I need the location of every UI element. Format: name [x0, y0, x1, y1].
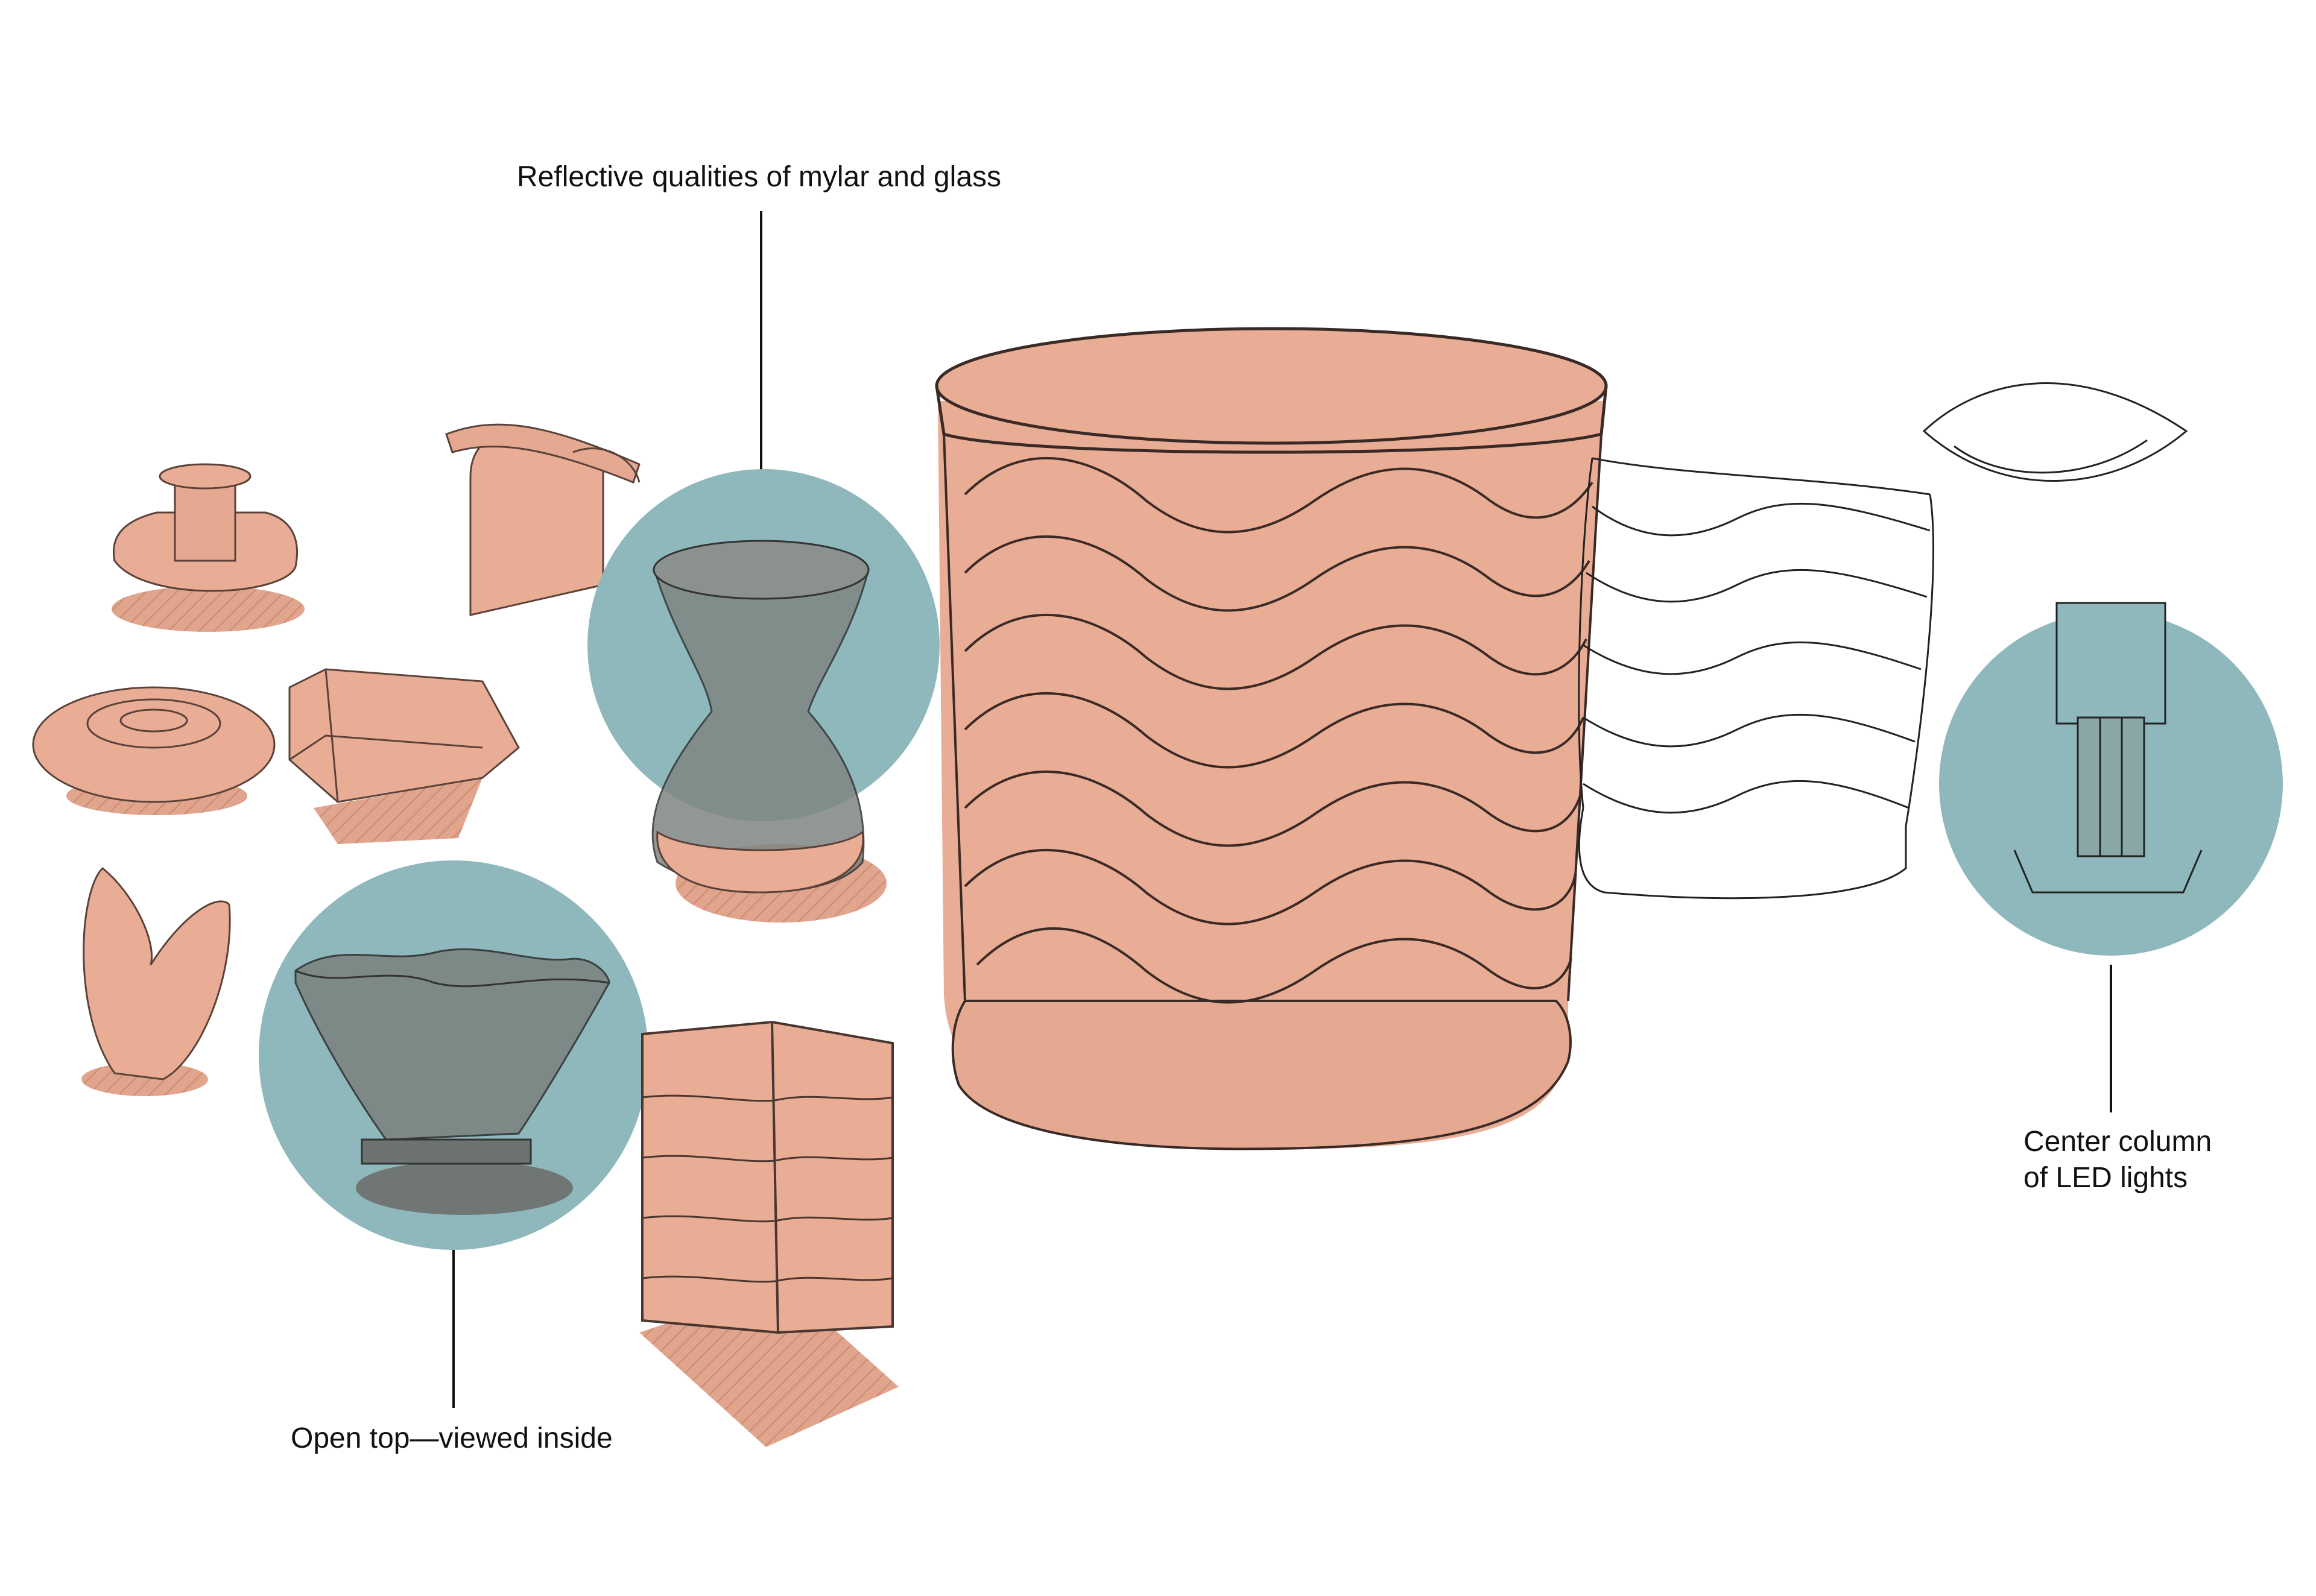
open-top-label: Open top—viewed inside — [291, 1422, 613, 1454]
sketch-pedestal-lamp — [112, 463, 305, 632]
reflective-detail-circle — [587, 469, 940, 923]
line-sketch-lamp — [1578, 457, 1934, 900]
center-column-label-line1: Center column — [2023, 1126, 2212, 1158]
sketch-tall-square-lamp — [639, 1020, 899, 1447]
main-lamp-drawing — [935, 327, 1608, 1150]
reflective-qualities-label: Reflective qualities of mylar and glass — [517, 161, 1002, 193]
eye-shape-sketch — [1922, 382, 2188, 482]
sketch-petal-lamp — [81, 866, 231, 1096]
center-column-label-line2: of LED lights — [2023, 1162, 2188, 1194]
sketch-arch-lamp — [445, 423, 641, 616]
sketch-hex-lamp — [288, 668, 520, 844]
led-column-detail-circle — [1939, 602, 2283, 956]
sketch-puck-lamp — [32, 686, 276, 815]
open-top-detail-circle — [259, 860, 648, 1250]
center-column-label: Center column of LED lights — [2023, 1124, 2212, 1196]
